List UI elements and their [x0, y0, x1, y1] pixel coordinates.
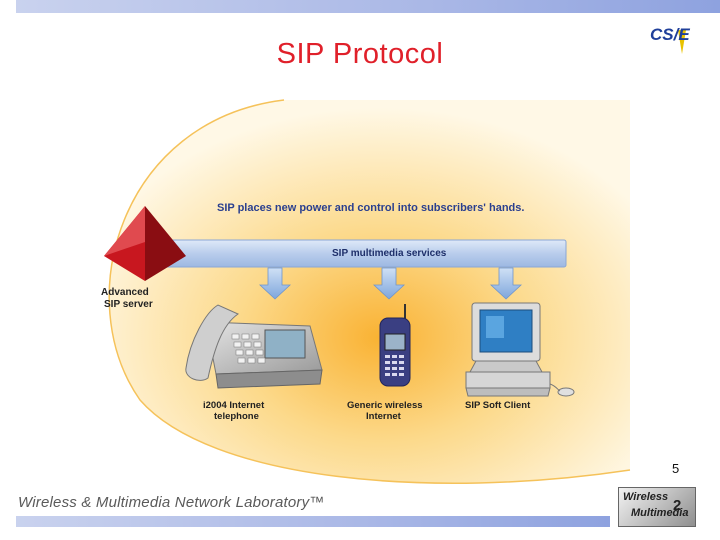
server-label-line1: Advanced	[101, 287, 149, 298]
sip-server-icon	[104, 206, 186, 281]
csie-logo: CS/E	[650, 25, 690, 54]
top-accent-bar	[16, 0, 720, 13]
mobile-phone-icon	[379, 304, 411, 387]
diagram-headline: SIP places new power and control into su…	[217, 202, 524, 214]
glow-background	[109, 100, 630, 484]
footer-logo-line2: Multimedia	[631, 507, 689, 519]
arrow-down-icon	[258, 267, 292, 300]
wireless-multimedia-logo: Wireless 2 Multimedia	[618, 487, 696, 527]
glow-edge	[108, 99, 631, 484]
desk-phone-icon	[185, 304, 323, 389]
page-number: 5	[672, 461, 680, 476]
computer-icon	[465, 302, 575, 397]
footer-text: Wireless & Multimedia Network Laboratory…	[18, 494, 325, 511]
services-bar-label: SIP multimedia services	[332, 248, 447, 259]
footer-logo-mark: 2	[673, 497, 682, 514]
csie-logo-text: CS/E	[650, 25, 690, 44]
device-label-computer: SIP Soft Client	[465, 400, 531, 411]
footer-logo-line1: Wireless	[623, 491, 669, 503]
arrow-down-icon	[489, 267, 523, 300]
arrow-down-icon	[372, 267, 406, 300]
device-label-phone-line2: telephone	[214, 411, 259, 422]
server-label-line2: SIP server	[104, 299, 153, 310]
device-label-mobile-line1: Generic wireless	[347, 400, 423, 411]
bottom-accent-bar	[16, 516, 610, 527]
slide-title: SIP Protocol	[276, 38, 444, 70]
device-label-mobile-line2: Internet	[366, 411, 402, 422]
device-label-phone-line1: i2004 Internet	[203, 400, 265, 411]
